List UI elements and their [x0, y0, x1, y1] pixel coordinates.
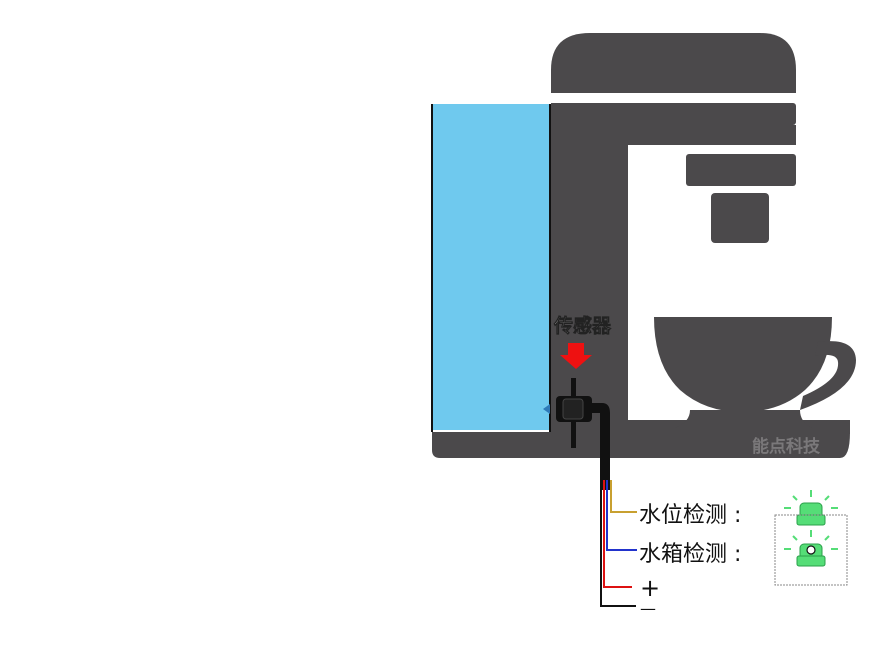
water-level-label: 水位检测 :: [639, 503, 741, 528]
water-tank-fill: [432, 104, 550, 430]
sensor-wires: [600, 480, 637, 607]
water-tank-label: 水箱检测 :: [639, 542, 741, 567]
plus-label: +: [640, 574, 660, 602]
water-level-indicator-icon: [784, 490, 838, 526]
wire-blue: [606, 480, 637, 551]
wire-black: [600, 480, 636, 607]
minus-label: —: [640, 599, 656, 618]
sensor-arrow-icon: [560, 343, 592, 369]
sensor-device: [543, 378, 610, 490]
coffee-cup-icon: [654, 317, 856, 428]
watermark-text: 能点科技: [752, 436, 821, 457]
wire-red: [603, 480, 632, 588]
wire-yellow: [610, 480, 637, 513]
sensor-label: 传感器: [553, 314, 612, 337]
indicator-frame: [774, 514, 848, 586]
water-tank-indicator-icon: [784, 530, 838, 567]
